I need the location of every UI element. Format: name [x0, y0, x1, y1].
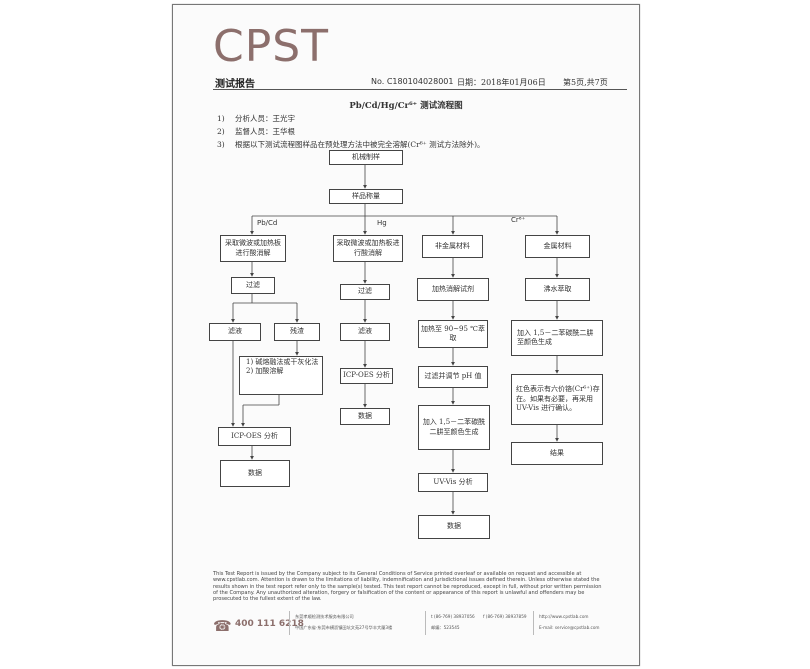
note-method: 3)根据以下测试流程图样品在预处理方法中被完全溶解(Cr⁶⁺ 测试方法除外)。	[217, 140, 485, 149]
nonmetal-material-box: 非金属材料	[422, 235, 483, 258]
footer-separator	[289, 611, 291, 635]
footer-company: 东莞孝顺检测技术服务有限公司	[295, 614, 354, 619]
report-number: No. C180104028001	[371, 77, 454, 86]
telephone-icon: ☎	[213, 617, 232, 635]
pbcd-icp-oes-box: ICP-OES 分析	[218, 427, 291, 446]
metal-material-box: 金属材料	[525, 235, 590, 258]
hg-data-box: 数据	[340, 408, 390, 425]
footer-website[interactable]: http://www.cpstlab.com	[539, 614, 589, 619]
residue-box: 残渣	[274, 323, 320, 341]
hg-acid-digestion-box: 采取微波或加热板进行酸消解	[333, 235, 403, 262]
footer-disclaimer: This Test Report is issued by the Compan…	[213, 571, 602, 603]
add-dpc-metal-box: 加入 1,5－二苯碳酰二肼至颜色生成	[511, 320, 603, 356]
footer-tel: t (86-769) 38937056	[431, 614, 475, 619]
footer-postcode: 邮编：523545	[431, 625, 460, 630]
cr6-data-box: 数据	[418, 515, 490, 539]
report-title: 测试报告	[215, 79, 255, 90]
hotline-number: 400 111 6218	[235, 619, 304, 629]
cpst-logo: CPST	[213, 21, 330, 72]
uv-vis-analysis-box: UV-Vis 分析	[418, 473, 488, 492]
footer-email[interactable]: E-mail: service@cpstlab.com	[539, 625, 600, 630]
branch-label-hg: Hg	[377, 219, 387, 227]
cr6-result-note-box: 红色表示有六价铬(Cr⁶⁺)存在。如果有必要，再采用 UV-Vis 进行确认。	[511, 374, 603, 425]
footer-separator	[533, 611, 535, 635]
add-digest-reagent-box: 加热消解试剂	[417, 278, 489, 301]
header-divider	[213, 89, 627, 90]
sample-weighing-box: 样品称量	[329, 189, 403, 204]
note-supervisor: 2)监督人员：王华根	[217, 127, 295, 136]
note-analyst: 1)分析人员：王光宇	[217, 114, 295, 123]
metal-result-box: 结果	[511, 442, 603, 465]
boiling-water-extraction-box: 沸水萃取	[525, 278, 590, 301]
pbcd-data-box: 数据	[220, 460, 290, 487]
pbcd-filter-box: 过滤	[231, 277, 275, 294]
report-page: CPST 测试报告 No. C180104028001 日期：2018年01月0…	[172, 4, 640, 666]
page-number: 第5页,共7页	[563, 78, 608, 87]
pbcd-acid-digestion-box: 采取微波或加热板进行酸消解	[220, 235, 286, 262]
branch-label-cr6: Cr⁶⁺	[511, 216, 526, 224]
mechanical-sampling-box: 机械制样	[329, 150, 403, 165]
flowchart-title: Pb/Cd/Hg/Cr⁶⁺ 测试流程图	[349, 101, 463, 111]
branch-label-pbcd: Pb/Cd	[257, 219, 278, 227]
hg-filter-box: 过滤	[340, 284, 390, 300]
filter-adjust-ph-box: 过滤并调节 pH 值	[418, 366, 488, 388]
heat-extraction-box: 加热至 90~95 ℃萃取	[418, 320, 488, 348]
hg-filtrate-box: 滤液	[340, 323, 390, 341]
hg-icp-oes-box: ICP-OES 分析	[340, 368, 393, 384]
residue-step-2: 2) 加酸溶解	[246, 367, 284, 376]
residue-treatment-box: 1) 碱熔融法或干灰化法 2) 加酸溶解	[239, 356, 323, 395]
flowchart-connectors	[231, 165, 559, 515]
footer-separator	[425, 611, 427, 635]
footer-address: 中国广东省·东莞市横沥镇田坑文苑27号华丰大厦3楼	[295, 625, 393, 630]
add-dpc-nonmetal-box: 加入 1,5－二苯碳酰二肼至颜色生成	[418, 405, 490, 450]
footer-fax: f (86-769) 38937859	[483, 614, 527, 619]
residue-step-1: 1) 碱熔融法或干灰化法	[246, 358, 319, 366]
pbcd-filtrate-box: 滤液	[209, 323, 261, 341]
report-date: 日期：2018年01月06日	[457, 78, 546, 87]
